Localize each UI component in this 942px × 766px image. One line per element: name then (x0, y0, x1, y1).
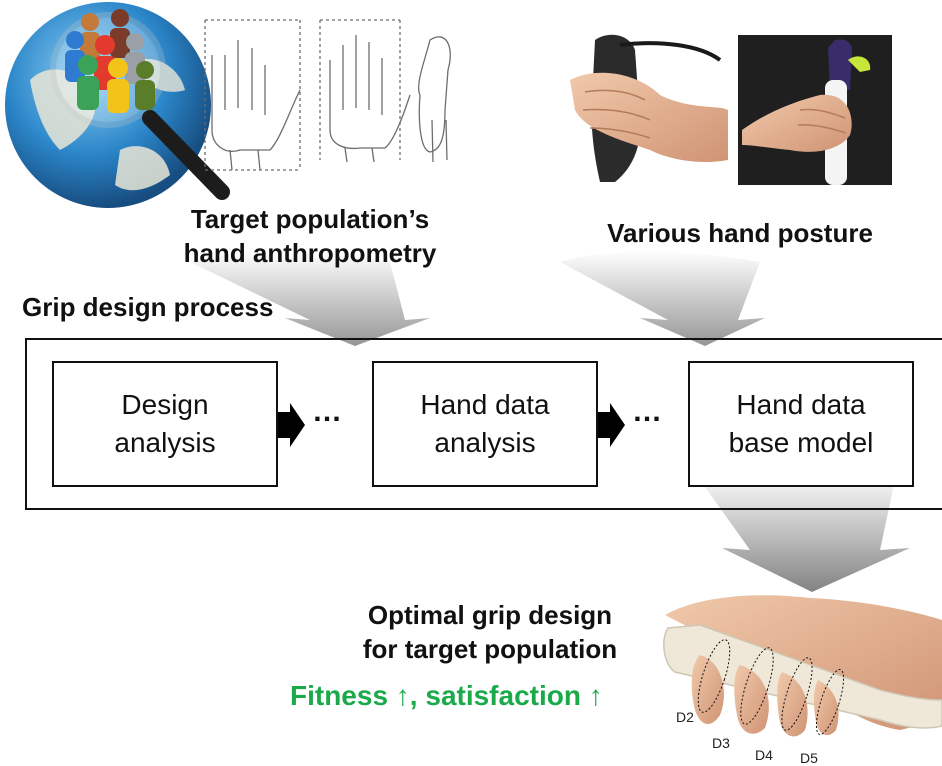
step-label-line2: analysis (114, 427, 216, 458)
fitness-satisfaction-highlight: Fitness ↑, satisfaction ↑ (290, 680, 603, 711)
process-arrow-1 (278, 403, 305, 447)
step-design-analysis: Design analysis (52, 361, 278, 487)
digit-label-d4: D4 (755, 747, 773, 763)
digit-label-d2: D2 (676, 709, 694, 725)
step-label-line1: Hand data (736, 389, 866, 420)
digit-label-d5: D5 (800, 750, 818, 766)
ellipsis-1: … (312, 395, 345, 428)
output-caption: Optimal grip design for target populatio… (330, 598, 650, 666)
process-title: Grip design process (22, 292, 274, 322)
grip-hand-photo (663, 595, 942, 737)
globe-population-illustration (5, 2, 230, 208)
step-label-line2: analysis (434, 427, 536, 458)
funnel-arrow-right (560, 251, 765, 346)
anthropometry-caption: Target population’s hand anthropometry (150, 202, 470, 270)
step-hand-data-base-model: Hand data base model (688, 361, 914, 487)
output-caption-line1: Optimal grip design (367, 600, 613, 630)
process-arrow-2 (598, 403, 625, 447)
step-hand-data-analysis: Hand data analysis (372, 361, 598, 487)
step-label-line2: base model (728, 427, 874, 458)
step-label-line1: Design (121, 389, 209, 420)
funnel-arrow-left (190, 251, 430, 346)
output-caption-line2: for target population (362, 634, 618, 664)
anthropometry-caption-line1: Target population’s (190, 204, 430, 234)
hand-measurement-sketches (204, 19, 451, 171)
vertical-handle-photo (738, 35, 892, 185)
process-container (25, 338, 942, 510)
digit-label-d3: D3 (712, 735, 730, 751)
step-label-line1: Hand data (420, 389, 550, 420)
anthropometry-caption-line2: hand anthropometry (183, 238, 437, 268)
ellipsis-2: … (632, 395, 665, 428)
funnel-arrow-bottom (700, 471, 910, 592)
joystick-grip-photo (565, 20, 730, 185)
posture-caption: Various hand posture (607, 218, 873, 248)
